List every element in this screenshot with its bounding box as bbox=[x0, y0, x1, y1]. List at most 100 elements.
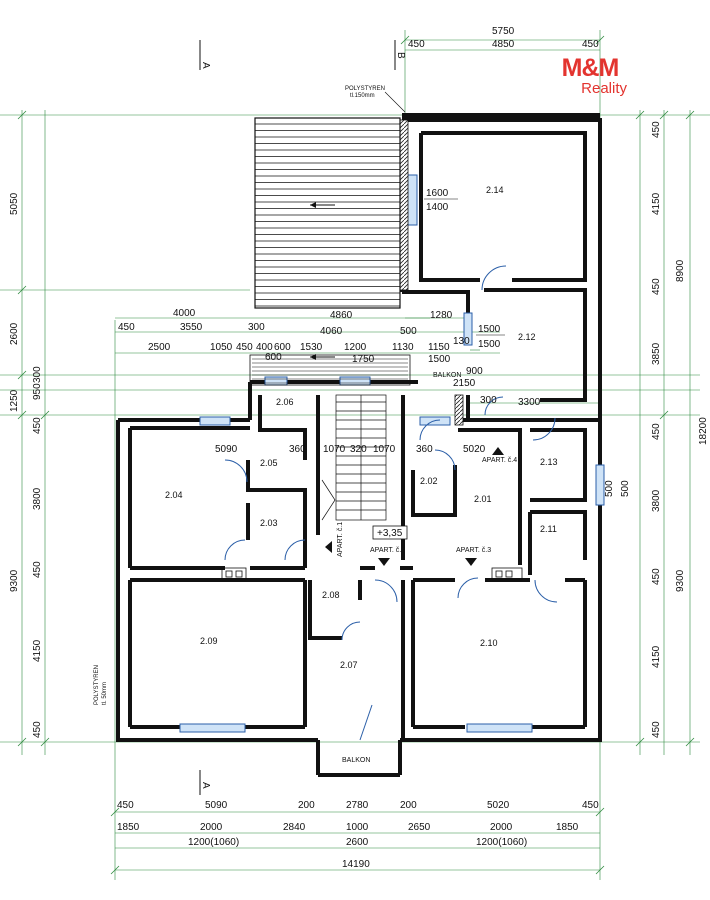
dim-b5090: 5090 bbox=[205, 800, 228, 811]
dim-top-a: 450 bbox=[408, 39, 425, 50]
room-2-02: 2.02 bbox=[420, 476, 438, 486]
dim-3300: 3300 bbox=[518, 397, 541, 408]
dim-1070a: 1070 bbox=[323, 444, 346, 455]
dimension-guides bbox=[0, 30, 710, 880]
insulation-top bbox=[402, 113, 600, 120]
polystyren-top-thk: tl.150mm bbox=[350, 93, 375, 99]
dim-500: 500 bbox=[400, 326, 417, 337]
dim-4860: 4860 bbox=[330, 310, 353, 321]
dim-l450a: 450 bbox=[32, 417, 43, 434]
polystyren-left-thk: tl. 50mm bbox=[102, 682, 108, 705]
dim-1070b: 1070 bbox=[373, 444, 396, 455]
dim-360b: 360 bbox=[416, 444, 433, 455]
dim-400: 400 bbox=[256, 342, 273, 353]
dim-top-b: 4850 bbox=[492, 39, 515, 50]
dim-b450b: 450 bbox=[582, 800, 599, 811]
dim-2500: 2500 bbox=[148, 342, 171, 353]
room-2-08: 2.08 bbox=[322, 590, 340, 600]
dim-top-total: 5750 bbox=[492, 26, 515, 37]
balkon-bottom-label: BALKON bbox=[342, 757, 370, 764]
dim-l3800: 3800 bbox=[32, 487, 43, 510]
dim-c2000a: 2000 bbox=[200, 822, 223, 833]
insulation-hatch bbox=[399, 119, 409, 291]
dim-r450e: 450 bbox=[651, 721, 662, 738]
room-2-01: 2.01 bbox=[474, 494, 492, 504]
room-2-10: 2.10 bbox=[480, 638, 498, 648]
apart-4-label: APART. č.4 bbox=[482, 457, 517, 464]
dim-c2000b: 2000 bbox=[490, 822, 513, 833]
insulation-hatch-balkon bbox=[454, 394, 464, 426]
dim-1130: 1130 bbox=[392, 342, 414, 353]
dim-3550: 3550 bbox=[180, 322, 203, 333]
dim-r4150a: 4150 bbox=[651, 192, 662, 215]
dim-w1400: 1400 bbox=[426, 202, 449, 213]
dim-total: 14190 bbox=[342, 859, 370, 870]
dim-b2780: 2780 bbox=[346, 800, 369, 811]
ducts bbox=[221, 567, 523, 581]
section-a-bottom: A bbox=[200, 782, 211, 789]
dim-500b: 500 bbox=[620, 480, 631, 497]
dim-600: 600 bbox=[274, 342, 291, 353]
dim-w1500a: 1500 bbox=[478, 324, 501, 335]
dim-r450d: 450 bbox=[651, 568, 662, 585]
room-2-07: 2.07 bbox=[340, 660, 358, 670]
dim-b200a: 200 bbox=[298, 800, 315, 811]
dim-w1200b: 1200(1060) bbox=[476, 837, 527, 848]
dim-4060: 4060 bbox=[320, 326, 343, 337]
stair-block bbox=[249, 117, 411, 386]
dim-5090: 5090 bbox=[215, 444, 238, 455]
logo-sub: Reality bbox=[581, 80, 627, 97]
dim-r8900: 8900 bbox=[675, 259, 686, 282]
dim-l300: 300 bbox=[32, 366, 43, 383]
dim-1500c: 1500 bbox=[428, 354, 451, 365]
dim-5020: 5020 bbox=[463, 444, 486, 455]
level-box bbox=[372, 525, 408, 540]
dim-l5050: 5050 bbox=[9, 192, 20, 215]
dim-600b: 600 bbox=[265, 352, 282, 363]
dimension-ticks bbox=[17, 35, 695, 875]
dim-450: 450 bbox=[118, 322, 135, 333]
dim-r450c: 450 bbox=[651, 423, 662, 440]
dim-r9300: 9300 bbox=[675, 569, 686, 592]
dim-l4150: 4150 bbox=[32, 639, 43, 662]
dim-c1850a: 1850 bbox=[117, 822, 140, 833]
room-2-03: 2.03 bbox=[260, 518, 278, 528]
dim-r3850: 3850 bbox=[651, 342, 662, 365]
section-markers bbox=[199, 40, 396, 795]
dim-c2650: 2650 bbox=[408, 822, 431, 833]
apart-3-label: APART. č.3 bbox=[456, 547, 491, 554]
brand-logo: M&M Reality bbox=[545, 55, 635, 105]
dim-4000: 4000 bbox=[173, 308, 196, 319]
dim-l450b: 450 bbox=[32, 561, 43, 578]
room-2-04: 2.04 bbox=[165, 490, 183, 500]
section-b-top: B bbox=[395, 52, 406, 59]
dim-450b: 450 bbox=[236, 342, 253, 353]
dim-w130: 130 bbox=[453, 336, 470, 347]
dim-360a: 360 bbox=[289, 444, 306, 455]
dim-l1250: 1250 bbox=[9, 389, 20, 412]
polystyren-left-label: POLYSTYREN bbox=[94, 665, 100, 705]
dim-r3800: 3800 bbox=[651, 489, 662, 512]
dim-w2600: 2600 bbox=[346, 837, 369, 848]
dim-r18200: 18200 bbox=[698, 417, 709, 445]
dim-l450c: 450 bbox=[32, 721, 43, 738]
entry-arrows bbox=[325, 447, 504, 566]
dim-300b: 300 bbox=[480, 395, 497, 406]
apart-2-label: APART. č.2 bbox=[370, 547, 405, 554]
dim-500a: 500 bbox=[604, 480, 615, 497]
room-2-14: 2.14 bbox=[486, 185, 504, 195]
dim-w1500b: 1500 bbox=[478, 339, 501, 350]
dim-300: 300 bbox=[248, 322, 265, 333]
dim-1530: 1530 bbox=[300, 342, 323, 353]
dim-1150: 1150 bbox=[428, 342, 450, 353]
room-2-12: 2.12 bbox=[518, 332, 536, 342]
dim-1750: 1750 bbox=[352, 354, 375, 365]
dim-1280: 1280 bbox=[430, 310, 453, 321]
dim-900: 900 bbox=[466, 366, 483, 377]
dim-r4150b: 4150 bbox=[651, 645, 662, 668]
apart-1-label: APART. č.1 bbox=[337, 522, 344, 557]
dim-r450b: 450 bbox=[651, 278, 662, 295]
balkon-mid-label: BALKON bbox=[433, 372, 461, 379]
section-a-top: A bbox=[200, 62, 211, 69]
